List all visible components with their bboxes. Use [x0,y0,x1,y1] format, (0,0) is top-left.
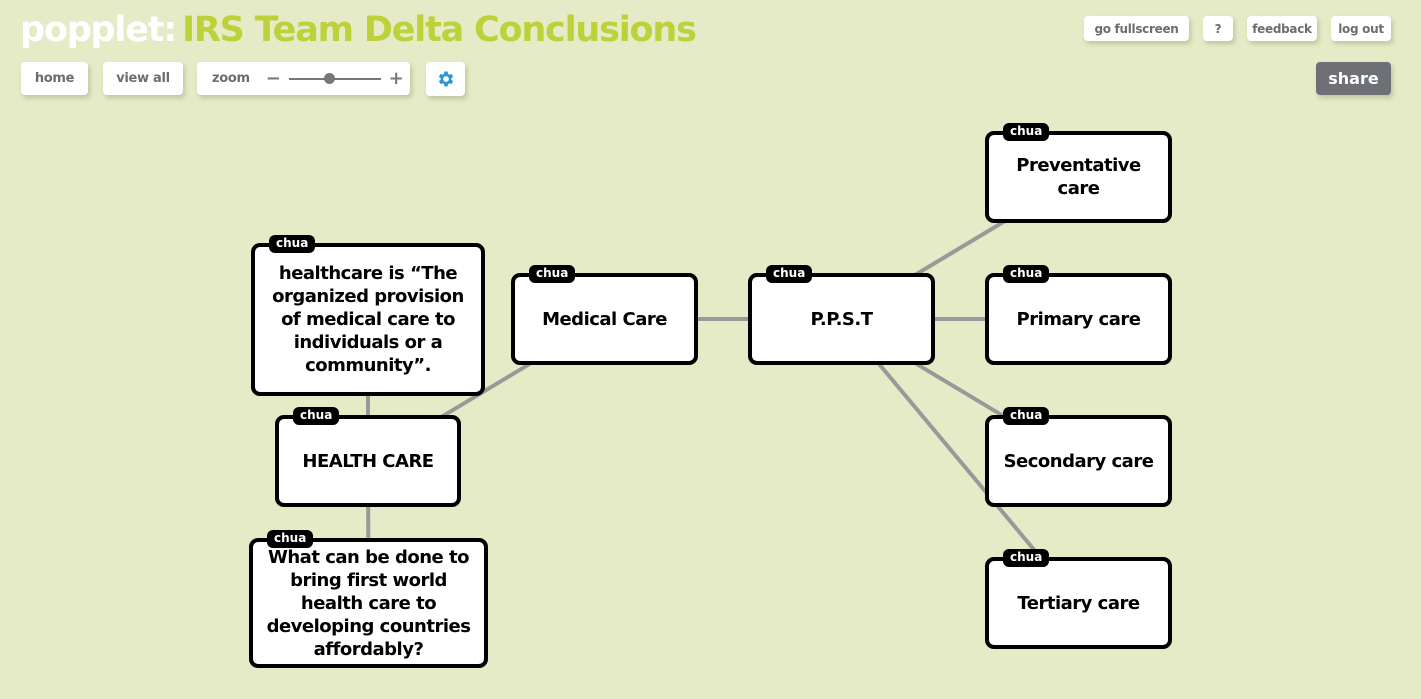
popple-question[interactable]: chua What can be done to bring first wor… [249,530,488,668]
board-title: popplet:IRS Team Delta Conclusions [20,10,697,50]
popple-health-care[interactable]: chua HEALTH CARE [275,407,461,507]
author-tag: chua [1003,265,1050,283]
fullscreen-button[interactable]: go fullscreen [1084,16,1189,41]
popple-definition[interactable]: chua healthcare is “The organized provis… [251,235,485,396]
home-button[interactable]: home [21,62,88,95]
popple-text: What can be done to bring first world he… [266,546,471,660]
author-tag: chua [269,235,316,253]
zoom-in-button[interactable]: + [388,68,404,89]
feedback-button[interactable]: feedback [1247,16,1317,41]
popple-text: Secondary care [1003,450,1154,472]
popple-secondary[interactable]: chua Secondary care [985,407,1172,507]
popple-text: Preventative care [1016,155,1141,199]
author-tag: chua [1003,123,1050,141]
popple-text: HEALTH CARE [302,450,434,472]
logout-button[interactable]: log out [1331,16,1391,41]
popple-text: healthcare is “The organized provision o… [272,263,464,376]
zoom-control: zoom − + [197,62,410,95]
help-button[interactable]: ? [1203,16,1233,41]
author-tag: chua [1003,549,1050,567]
zoom-slider-handle[interactable] [324,72,336,84]
popplet-logo[interactable]: popplet [20,10,164,50]
author-tag: chua [293,407,340,425]
author-tag: chua [529,265,576,283]
popple-tertiary[interactable]: chua Tertiary care [985,549,1172,649]
settings-button[interactable] [426,62,465,96]
zoom-label: zoom [212,71,250,86]
popple-text: Tertiary care [1017,592,1140,614]
zoom-out-button[interactable]: − [265,68,281,89]
popple-text: Medical Care [542,308,667,330]
view-all-button[interactable]: view all [103,62,183,95]
zoom-slider[interactable] [288,72,381,84]
author-tag: chua [267,530,314,548]
popple-medical-care[interactable]: chua Medical Care [511,265,698,365]
author-tag: chua [766,265,813,283]
gear-icon [438,71,453,87]
popple-text: Primary care [1016,308,1141,330]
logo-colon: : [163,10,177,50]
popple-primary[interactable]: chua Primary care [985,265,1172,365]
popple-text: P.P.S.T [810,308,873,330]
share-button[interactable]: share [1316,62,1391,95]
popple-ppst[interactable]: chua P.P.S.T [748,265,935,365]
board-name: IRS Team Delta Conclusions [182,10,697,50]
author-tag: chua [1003,407,1050,425]
popple-preventative[interactable]: chua Preventative care [985,123,1172,223]
